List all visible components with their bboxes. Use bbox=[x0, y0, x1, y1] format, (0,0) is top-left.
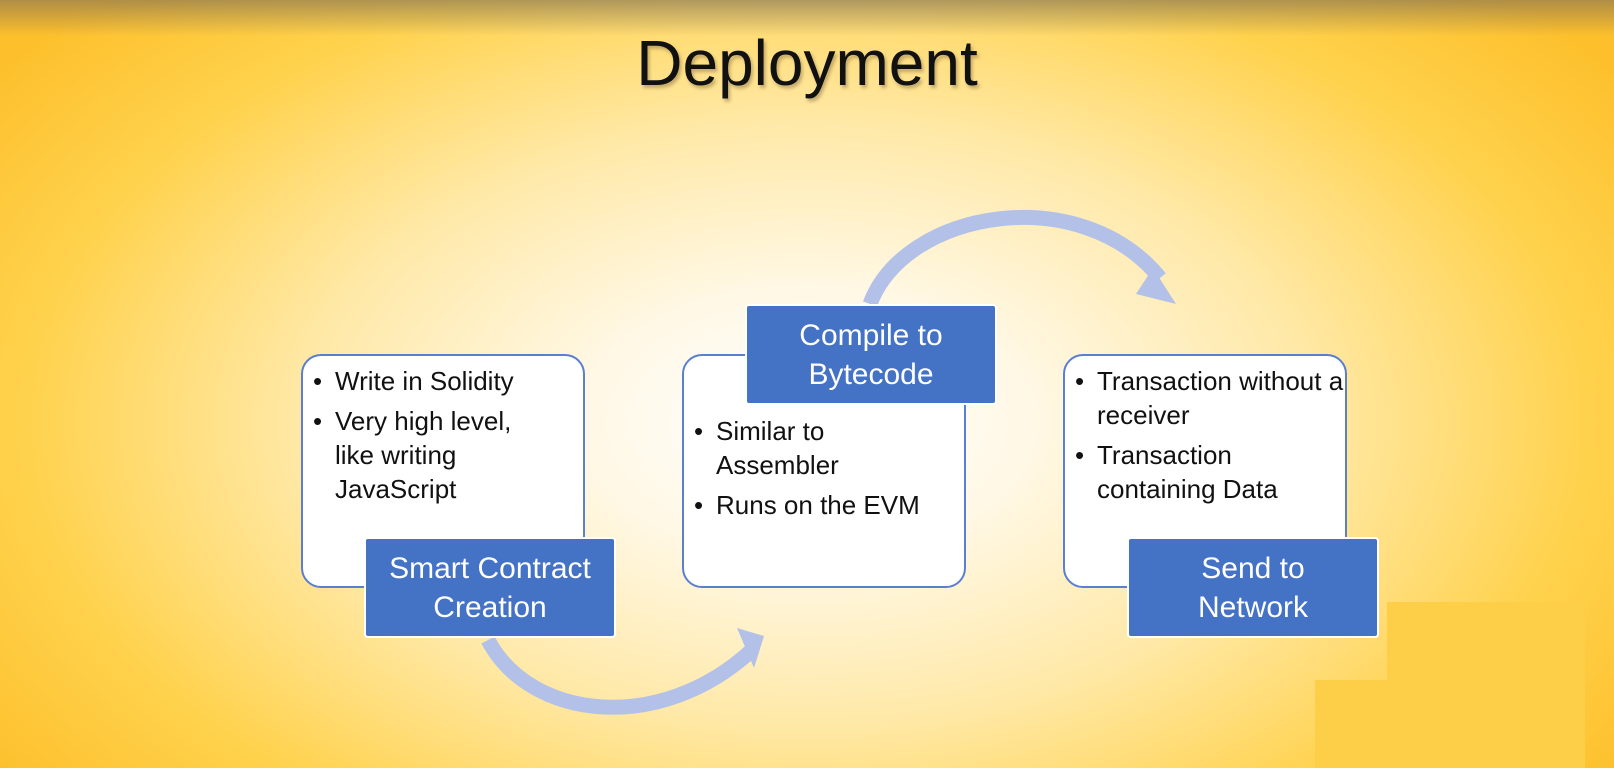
bullet-item: Runs on the EVM bbox=[684, 488, 964, 522]
bullet-item: Very high level, like writing JavaScript bbox=[303, 404, 545, 506]
step-label-smart-contract-creation: Smart Contract Creation bbox=[364, 537, 616, 638]
decorative-block bbox=[1315, 680, 1387, 768]
step-label-text: Compile to Bytecode bbox=[799, 318, 943, 391]
step-label-text: Send to Network bbox=[1197, 551, 1309, 624]
bullet-item: Similar to Assembler bbox=[684, 414, 876, 482]
bullet-item: Transaction without a receiver bbox=[1065, 364, 1347, 432]
step-label-send-to-network: Send to Network bbox=[1127, 537, 1379, 638]
step-label-compile-to-bytecode: Compile to Bytecode bbox=[745, 304, 997, 405]
top-shade bbox=[0, 0, 1614, 36]
decorative-block bbox=[1387, 602, 1585, 768]
arrow-head-step1-to-step2 bbox=[737, 628, 764, 668]
slide-title: Deployment bbox=[636, 27, 978, 99]
arrow-step1-to-step2 bbox=[481, 636, 758, 715]
step-label-text: Smart Contract Creation bbox=[389, 551, 591, 624]
bullet-item: Write in Solidity bbox=[303, 364, 583, 398]
arrow-step2-to-step3 bbox=[862, 209, 1166, 307]
arrow-head-step2-to-step3 bbox=[1136, 268, 1176, 304]
bullet-item: Transaction containing Data bbox=[1065, 438, 1347, 506]
